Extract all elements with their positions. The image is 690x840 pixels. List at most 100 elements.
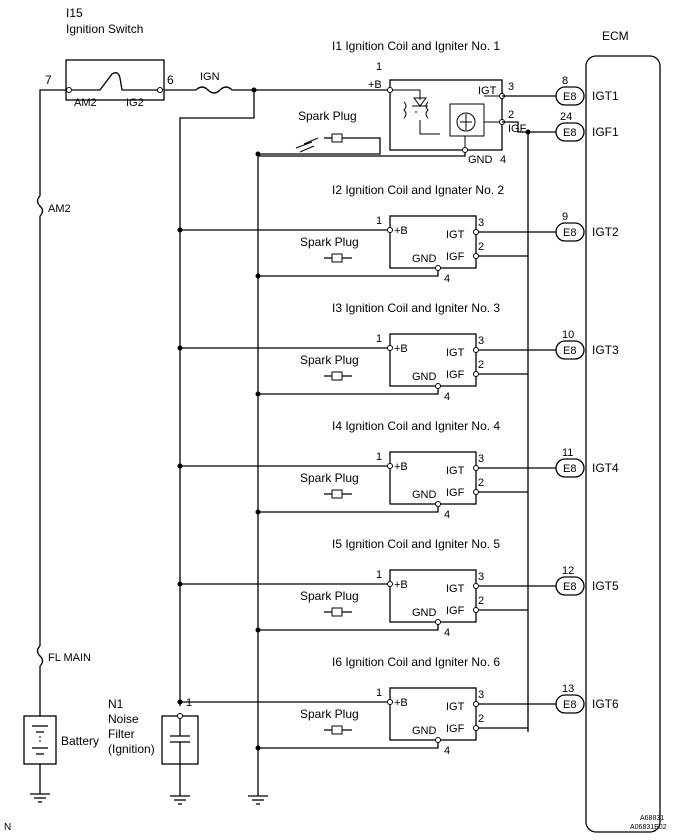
- coil-4-terminal-igt: [473, 465, 479, 471]
- coil-4-terminal-igf: [473, 489, 479, 495]
- main-ground-icon: [248, 795, 268, 805]
- coil-5-label-igt: IGT: [446, 583, 465, 595]
- coil-4-label-igt: IGT: [446, 465, 465, 477]
- coil-5-b-junction: [177, 581, 183, 587]
- coil-2-terminal-igf: [473, 253, 479, 259]
- coil-5-gnd-wire: [258, 624, 439, 631]
- coil-3-spark-plug-icon: [331, 371, 343, 381]
- ecm-connector-igt-4: [555, 458, 585, 478]
- coil-2-gnd-wire: [258, 270, 439, 277]
- ecm-pin-igt-2: 9: [562, 211, 568, 223]
- coil-5-spark-plug-label: Spark Plug: [300, 589, 359, 603]
- coil-1-igf-junction: [525, 129, 531, 135]
- coil-6-gnd-wire: [258, 742, 439, 749]
- coil-6-terminal-b: [387, 699, 393, 705]
- coil-6-spark-plug-label: Spark Plug: [300, 707, 359, 721]
- footer-letter: N: [4, 822, 11, 833]
- ecm-label-igt-5: IGT5: [592, 579, 619, 593]
- ecm-label-igt-2: IGT2: [592, 225, 619, 239]
- switch-label-am2: AM2: [74, 97, 97, 109]
- coil-6-gnd-junction: [255, 745, 261, 751]
- coil-2-terminal-b: [387, 227, 393, 233]
- coil-4-pin-b: 1: [376, 451, 382, 463]
- coil-5-pin-igf: 2: [478, 595, 484, 607]
- noise-filter-ground-icon: [170, 795, 190, 805]
- noise-filter-terminal: [177, 713, 183, 719]
- coil-1-internal-icon: [392, 89, 500, 148]
- coil-4-spark-plug-label: Spark Plug: [300, 471, 359, 485]
- coil-1-spark-plug-icon: [295, 133, 360, 153]
- ecm-box: [585, 55, 661, 833]
- ecm-connector-igf-1: [555, 122, 585, 142]
- coil-5-pin-igt: 3: [478, 571, 484, 583]
- switch-contact-left: [66, 87, 72, 93]
- coil-1-pin-gnd: 4: [500, 154, 506, 166]
- switch-pin-7: 7: [45, 73, 52, 87]
- coil-5-terminal-b: [387, 581, 393, 587]
- coil-2-label-igf: IGF: [446, 251, 465, 263]
- coil-6-terminal-igt: [473, 701, 479, 707]
- coil-1-igf-wire: [502, 121, 556, 133]
- noise-filter-id: N1: [108, 697, 124, 711]
- coil-2-pin-igt: 3: [478, 217, 484, 229]
- coil-3-terminal-igf: [473, 371, 479, 377]
- coil-5-terminal-igf: [473, 607, 479, 613]
- capacitor-icon: [170, 718, 190, 764]
- coil-6-pin-igf: 2: [478, 713, 484, 725]
- switch-label-ig2: IG2: [126, 97, 144, 109]
- coil-3-title: I3 Ignition Coil and Igniter No. 3: [332, 301, 500, 315]
- coil-1-label-b: +B: [368, 79, 382, 91]
- ecm-pin-igt-1: 8: [562, 75, 568, 87]
- coil-4-gnd-junction: [255, 509, 261, 515]
- battery-ground-icon: [30, 793, 50, 803]
- ecm-label-igt-1: IGT1: [592, 89, 619, 103]
- ecm-label-igf-1: IGF1: [592, 125, 619, 139]
- coil-3-pin-gnd: 4: [444, 391, 450, 403]
- coil-4-pin-gnd: 4: [444, 509, 450, 521]
- ecm-label-igt-4: IGT4: [592, 461, 619, 475]
- coil-5-label-igf: IGF: [446, 605, 465, 617]
- switch-id: I15: [66, 6, 83, 20]
- coil-2-box: [389, 215, 477, 269]
- coil-5-box: [389, 569, 477, 623]
- coil-2-pin-igf: 2: [478, 241, 484, 253]
- fl-main-label: FL MAIN: [48, 652, 91, 664]
- coil-6-b-junction: [177, 699, 183, 705]
- coil-4-terminal-b: [387, 463, 393, 469]
- coil-6-box: [389, 687, 477, 741]
- noise-filter-line2: Filter: [108, 727, 135, 741]
- am2-fuse-label: AM2: [48, 203, 71, 215]
- switch-contact-right: [157, 87, 163, 93]
- coil-5-terminal-gnd: [435, 619, 441, 625]
- coil-2-terminal-igt: [473, 229, 479, 235]
- coil-5-spark-plug-icon: [331, 607, 343, 617]
- coil-2-terminal-gnd: [435, 265, 441, 271]
- coil-4-b-junction: [177, 463, 183, 469]
- footer-code-2: A06831E02: [630, 824, 667, 831]
- coil-1-label-gnd: GND: [468, 154, 493, 166]
- coil-6-title: I6 Ignition Coil and Igniter No. 6: [332, 655, 500, 669]
- coil-4-box: [389, 451, 477, 505]
- coil-2-pin-gnd: 4: [444, 273, 450, 285]
- coil-5-label-b: +B: [394, 579, 408, 591]
- ecm-connector-igt-label-4: E8: [563, 463, 576, 475]
- coil-4-label-gnd: GND: [412, 489, 437, 501]
- coil-6-terminal-gnd: [435, 737, 441, 743]
- ecm-connector-igt-1: [555, 86, 585, 106]
- coil-2-b-junction: [177, 227, 183, 233]
- battery-label: Battery: [61, 734, 99, 748]
- coil-1-pin-b: 1: [376, 61, 382, 73]
- coil-2-label-igt: IGT: [446, 229, 465, 241]
- coil-2-label-gnd: GND: [412, 253, 437, 265]
- coil-3-label-igf: IGF: [446, 369, 465, 381]
- coil-3-pin-igt: 3: [478, 335, 484, 347]
- ecm-connector-igt-3: [555, 340, 585, 360]
- coil-3-label-igt: IGT: [446, 347, 465, 359]
- battery-icon: [32, 725, 48, 755]
- coil-3-label-gnd: GND: [412, 371, 437, 383]
- coil-6-terminal-igf: [473, 725, 479, 731]
- coil-5-terminal-igt: [473, 583, 479, 589]
- coil-6-spark-plug-icon: [331, 725, 343, 735]
- coil-6-pin-gnd: 4: [444, 745, 450, 757]
- coil-3-terminal-gnd: [435, 383, 441, 389]
